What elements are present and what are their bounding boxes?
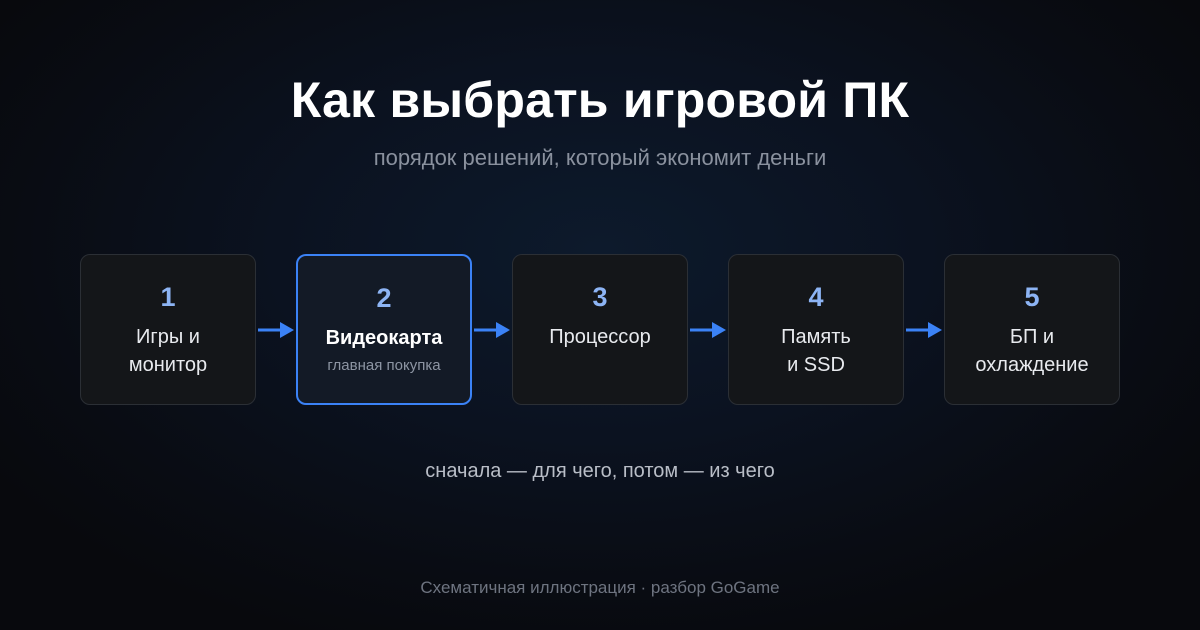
flow-caption: сначала — для чего, потом — из чего bbox=[425, 460, 775, 482]
step-label: Процессор bbox=[549, 326, 651, 348]
step-label-line-1: Память bbox=[781, 326, 851, 348]
step-3-cpu: 3 Процессор bbox=[512, 254, 688, 405]
step-number: 5 bbox=[1024, 282, 1040, 312]
step-label: Игры и монитор bbox=[81, 323, 255, 379]
arrow-right-icon bbox=[906, 322, 942, 338]
step-note: главная покупка bbox=[327, 357, 441, 374]
step-label-line-1: Игры и bbox=[136, 326, 200, 348]
step-label-line-2: монитор bbox=[128, 354, 208, 376]
step-number: 3 bbox=[592, 282, 608, 312]
page-subtitle: порядок решений, который экономит деньги bbox=[373, 145, 827, 170]
step-2-gpu: 2 Видеокарта главная покупка bbox=[296, 254, 472, 405]
step-label-line-1: БП и bbox=[1009, 326, 1055, 348]
arrow-right-icon bbox=[690, 322, 726, 338]
step-1-games-monitor: 1 Игры и монитор bbox=[80, 254, 256, 405]
step-number: 2 bbox=[376, 283, 392, 313]
step-5-psu-cooling: 5 БП и охлаждение bbox=[944, 254, 1120, 405]
step-number: 1 bbox=[160, 282, 176, 312]
step-4-memory-ssd: 4 Память и SSD bbox=[728, 254, 904, 405]
page-title: Как выбрать игровой ПК bbox=[290, 72, 910, 128]
arrow-right-icon bbox=[474, 322, 510, 338]
step-label: БП и охлаждение bbox=[945, 323, 1119, 379]
step-label-line-2: охлаждение bbox=[975, 354, 1089, 376]
decision-flow: 1 Игры и монитор 2 Видеокарта главная по… bbox=[80, 254, 1120, 405]
arrow-right-icon bbox=[258, 322, 294, 338]
step-number: 4 bbox=[808, 282, 824, 312]
step-label: Память и SSD bbox=[729, 323, 903, 379]
footer-credit: Схематичная иллюстрация · разбор GoGame bbox=[420, 578, 780, 597]
step-label: Видеокарта bbox=[325, 327, 443, 349]
step-label-line-2: и SSD bbox=[787, 354, 845, 376]
